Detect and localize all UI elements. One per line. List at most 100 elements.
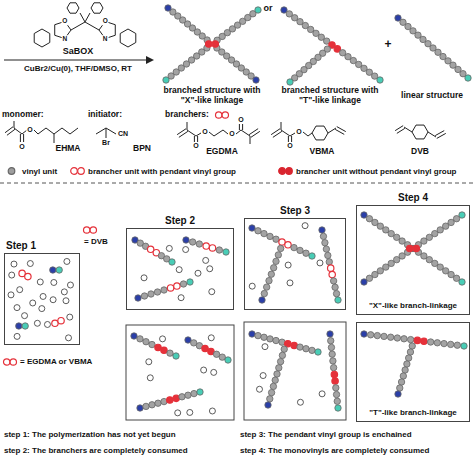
scheme-label: SaBOX	[63, 46, 94, 56]
monomer-bead	[328, 338, 334, 344]
monomer-bead	[320, 233, 326, 239]
step-heading: Step 4	[397, 192, 429, 203]
monomer-bead	[394, 335, 400, 341]
monomer-bead	[327, 331, 333, 337]
reaction-scheme	[4, 3, 471, 85]
monomer-bead	[326, 259, 332, 265]
free-monomer	[39, 306, 45, 312]
monomer-bead	[274, 371, 280, 377]
legend-entry: vinyl unit	[4, 166, 57, 176]
monomer-bead	[183, 237, 189, 243]
monomer-bead	[297, 247, 303, 253]
monomer-bead	[319, 227, 325, 233]
brancher-unit	[328, 265, 334, 271]
bond-line	[34, 128, 78, 134]
scheme-label: EHMA	[55, 144, 80, 154]
bond-line	[177, 129, 186, 135]
monomer-bead	[267, 396, 273, 402]
bond-line	[397, 128, 405, 133]
bond-line	[242, 124, 243, 130]
free-monomer	[146, 359, 152, 365]
swatch-bead	[286, 168, 293, 175]
swatch-bead	[71, 168, 78, 175]
monomer-bead	[315, 349, 321, 355]
monomer-bead	[397, 385, 403, 391]
brancher-unit	[212, 41, 218, 47]
atom-label: O	[237, 116, 244, 124]
monomer-bead	[398, 379, 404, 385]
brancher-unit	[421, 338, 427, 344]
monomer-bead	[173, 353, 179, 359]
monomer-bead	[50, 267, 56, 273]
atom-label: O	[295, 128, 302, 136]
monomer-bead	[180, 281, 186, 287]
scheme-label: branched structure with "X"-like linkage	[157, 86, 267, 106]
monomer-bead	[330, 364, 336, 370]
scheme-label: VBMA	[309, 147, 334, 157]
step-contents	[3, 212, 467, 420]
monomer-bead	[255, 332, 261, 338]
free-monomer	[176, 267, 182, 273]
free-monomer	[297, 399, 303, 405]
monomer-bead	[276, 365, 282, 371]
free-monomer	[61, 289, 67, 295]
legend-swatch	[4, 166, 19, 176]
brancher-unit	[167, 285, 173, 291]
free-monomer	[287, 280, 293, 286]
free-monomer	[63, 298, 69, 304]
monomer-bead	[141, 293, 147, 299]
legend-text: brancher unit with pendant vinyl group	[88, 167, 236, 176]
monomer-bead	[334, 398, 340, 404]
bond-line	[328, 128, 336, 133]
free-monomer	[183, 247, 189, 253]
monomer-bead	[279, 352, 285, 358]
monomer-bead	[22, 323, 28, 329]
step-box: Step 2	[126, 228, 234, 310]
bond-line	[14, 121, 27, 134]
bond-line	[71, 22, 99, 30]
legend-text: brancher unit without pendant vinyl grou…	[296, 167, 456, 176]
monomer-bead	[268, 389, 274, 395]
swatch-bead	[279, 168, 286, 175]
bond-line	[337, 127, 346, 132]
free-monomer	[207, 266, 213, 272]
brancher-unit	[291, 342, 297, 348]
free-monomer	[209, 408, 215, 414]
monomer-bead	[281, 346, 287, 352]
scheme-label: or	[264, 3, 273, 13]
legend-swatch	[70, 166, 85, 176]
monomer-bead	[263, 284, 269, 290]
atom-label: O	[18, 143, 25, 151]
monomer-bead	[268, 271, 274, 277]
monomer-bead	[272, 377, 278, 383]
monomer-bead	[409, 343, 415, 349]
linkage-label: "T"-like branch-linkage	[368, 408, 458, 417]
step-box: "T"-like branch-linkage	[356, 322, 470, 422]
monomer-bead	[167, 350, 173, 356]
atom-label: Br	[101, 139, 111, 147]
free-monomer	[67, 314, 73, 320]
monomer-bead	[291, 244, 297, 250]
atom-label: N	[102, 35, 109, 42]
monomer-bead	[270, 383, 276, 389]
monomer-bead	[265, 402, 271, 408]
free-monomer	[166, 245, 172, 251]
bond-line	[236, 130, 250, 136]
monomer-bead	[149, 402, 155, 408]
monomer-bead	[434, 340, 440, 346]
monomer-bead	[297, 344, 303, 350]
ring	[34, 29, 50, 47]
monomer-bead	[377, 77, 383, 83]
scheme-label: step 4: The monovinyls are completely co…	[240, 446, 429, 455]
brancher-unit	[3, 359, 9, 365]
monomer-bead	[196, 241, 202, 247]
monomer-bead	[163, 77, 169, 83]
bond-line	[5, 127, 13, 133]
brancher-unit	[285, 242, 291, 248]
monomer-bead	[273, 236, 279, 242]
scheme-label: monomer:	[2, 110, 44, 120]
monomer-bead	[187, 279, 193, 285]
free-monomer	[64, 258, 70, 264]
legend-text: vinyl unit	[22, 167, 57, 176]
step-box	[244, 322, 346, 420]
